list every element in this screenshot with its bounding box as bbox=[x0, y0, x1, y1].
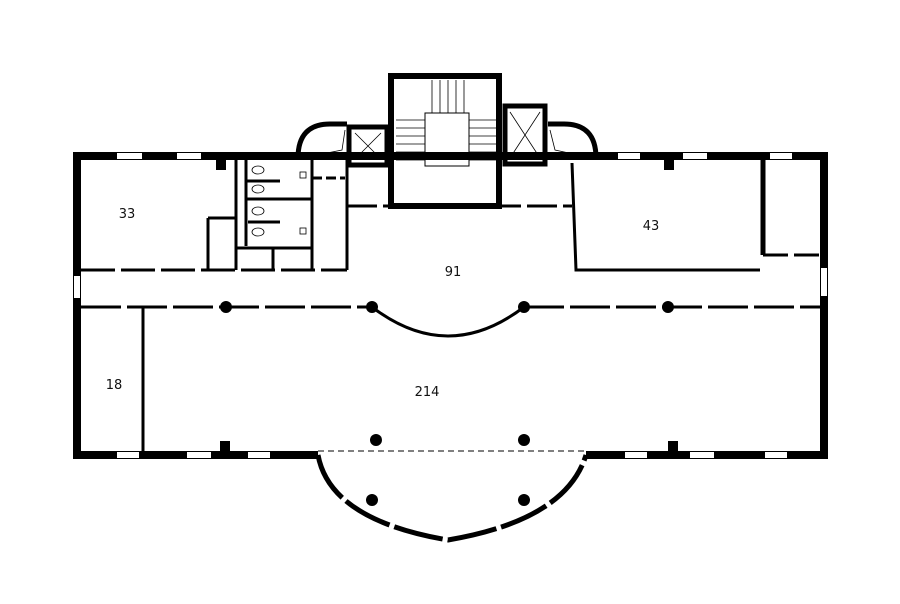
vestibules bbox=[295, 121, 599, 159]
elevator-right bbox=[502, 103, 548, 167]
room-18-label: 18 bbox=[106, 378, 123, 393]
toilets bbox=[251, 165, 307, 237]
rotunda-wall bbox=[315, 454, 589, 543]
room-33-label: 33 bbox=[119, 207, 136, 222]
central-staircase bbox=[388, 73, 502, 209]
elevator-left bbox=[346, 124, 390, 168]
room-43-label: 43 bbox=[643, 219, 660, 234]
columns bbox=[220, 301, 674, 506]
room-91-label: 91 bbox=[445, 265, 462, 280]
room-214-label: 214 bbox=[415, 385, 440, 400]
windows bbox=[74, 153, 827, 459]
